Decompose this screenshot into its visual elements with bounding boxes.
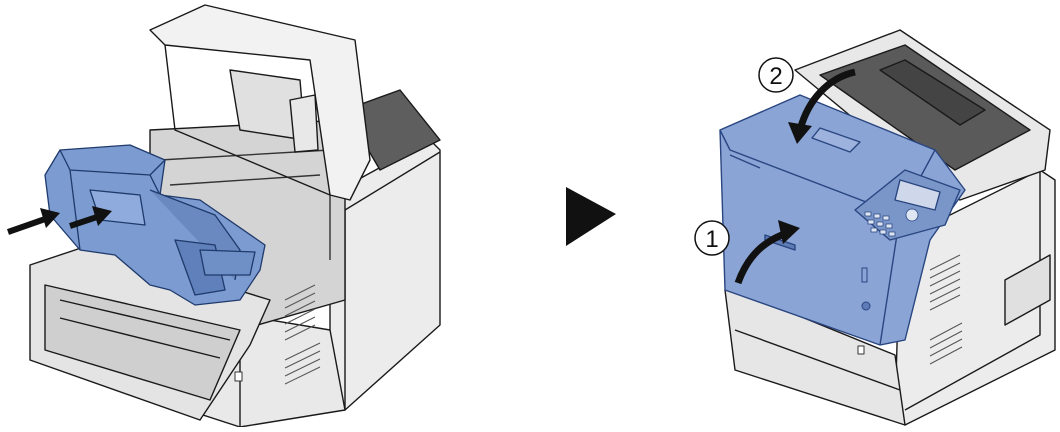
- play-triangle-icon: [566, 187, 616, 246]
- left-printer-open: [29, 4, 441, 428]
- right-printer-closed: [719, 29, 1056, 426]
- toner-cartridge: [44, 144, 266, 306]
- step-2-label: 2: [758, 57, 794, 93]
- keypad: [864, 208, 919, 237]
- vent-lines: [284, 284, 321, 385]
- curved-arrow-icon: [788, 68, 856, 144]
- step-1-number: 1: [705, 226, 718, 253]
- step-1-label: 1: [694, 220, 730, 256]
- step-2-number: 2: [769, 63, 782, 90]
- vent-lines: [929, 254, 963, 365]
- printer-lid-open: [149, 4, 371, 201]
- insert-arrow-icon: [7, 206, 112, 235]
- front-cover-blue: [719, 94, 966, 346]
- curved-arrow-icon: [734, 220, 800, 285]
